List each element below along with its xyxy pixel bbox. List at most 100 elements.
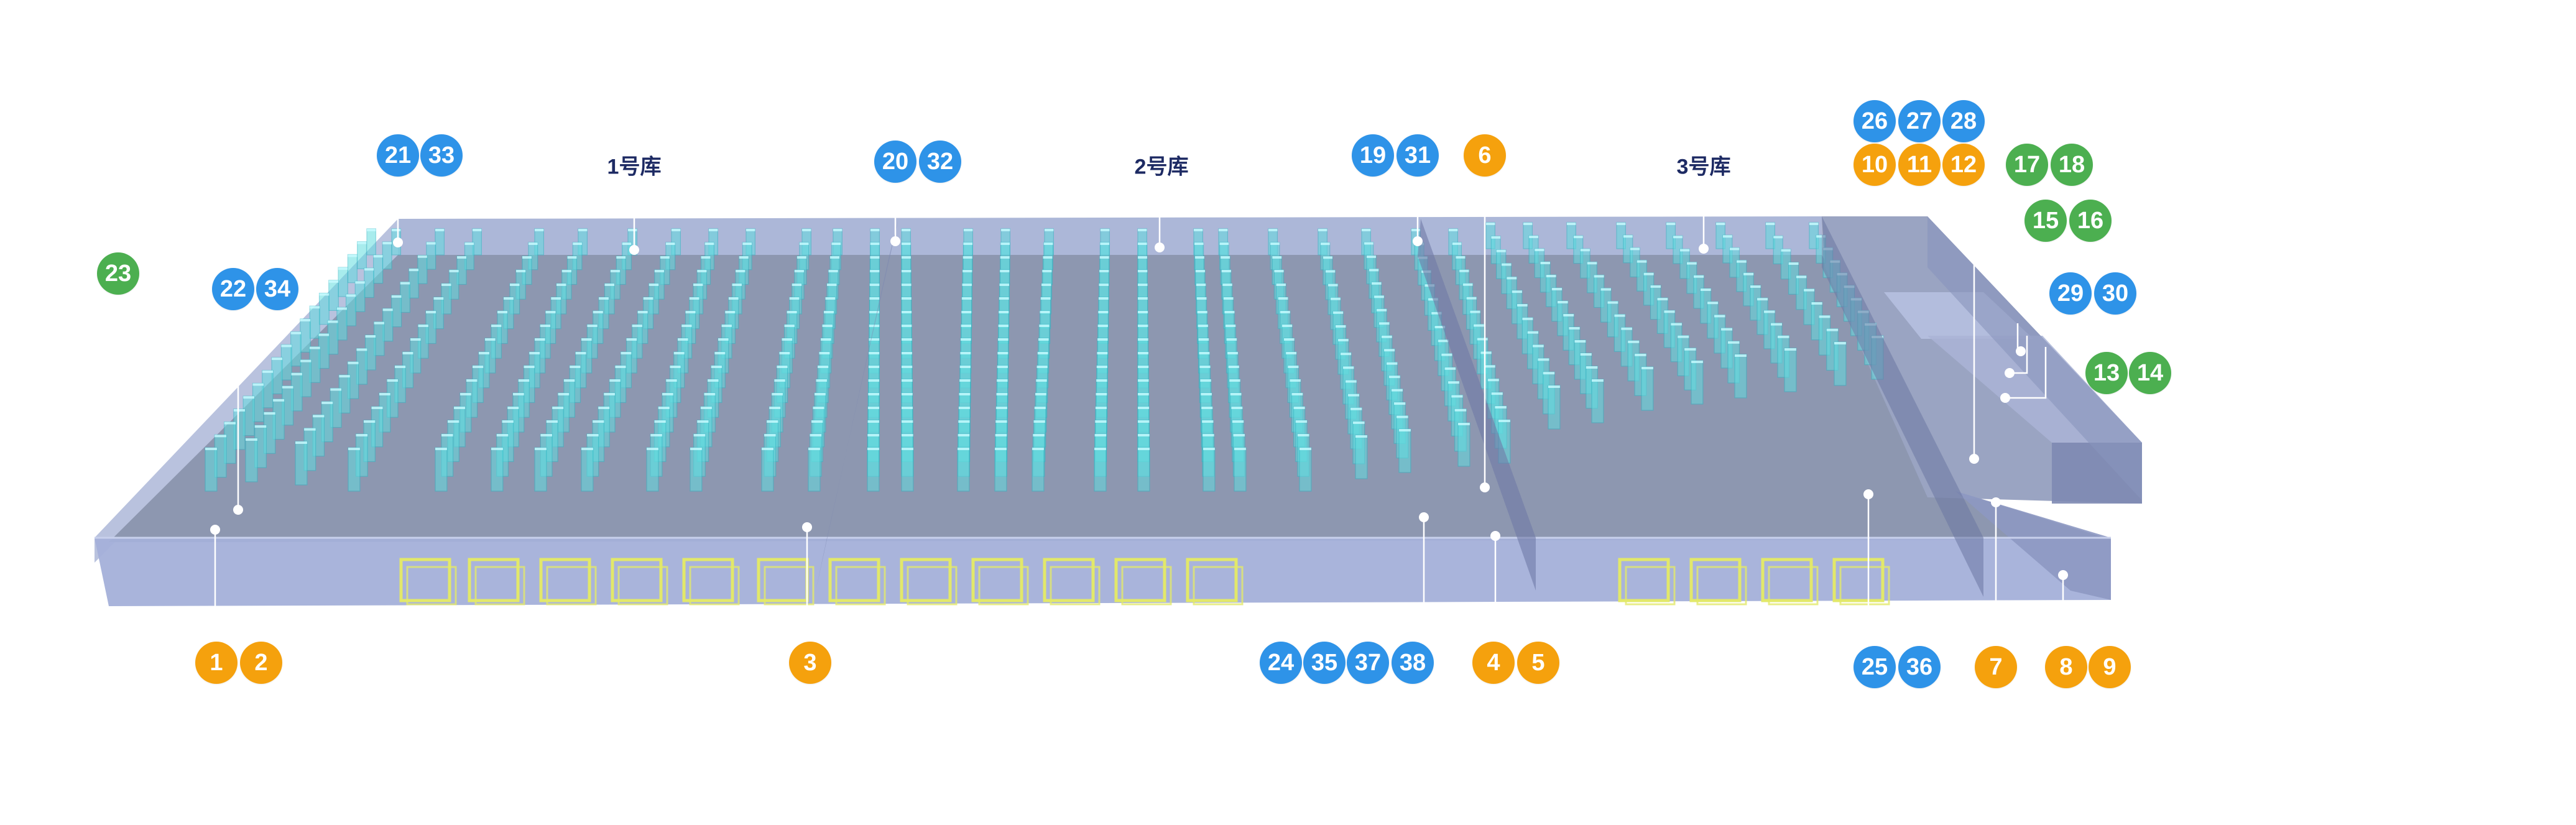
rack-cell-top bbox=[999, 311, 1009, 313]
marker-badge-16[interactable]: 16 bbox=[2069, 200, 2112, 242]
marker-badge-7[interactable]: 7 bbox=[1975, 646, 2017, 688]
rack-cell-top bbox=[313, 415, 325, 418]
rack-cell-top bbox=[1379, 322, 1390, 325]
rack-cell bbox=[994, 447, 1007, 492]
marker-badge-29[interactable]: 29 bbox=[2049, 272, 2092, 315]
rack-cell-top bbox=[995, 407, 1007, 409]
rack-cell-top bbox=[1384, 349, 1395, 352]
marker-badge-1[interactable]: 1 bbox=[195, 642, 238, 684]
rack-cell bbox=[245, 438, 258, 482]
rack-cell-top bbox=[339, 375, 350, 378]
dock-door bbox=[971, 558, 1029, 606]
rack-cell-top bbox=[1431, 311, 1442, 315]
rack-cell bbox=[646, 447, 659, 492]
rack-column bbox=[205, 228, 376, 492]
rack-cell-top bbox=[426, 242, 436, 245]
marker-badge-35[interactable]: 35 bbox=[1303, 642, 1346, 684]
marker-badge-15[interactable]: 15 bbox=[2024, 200, 2067, 242]
rack-cell bbox=[373, 254, 384, 284]
rack-cell-top bbox=[1196, 297, 1207, 300]
marker-badge-28[interactable]: 28 bbox=[1942, 100, 1985, 142]
rack-cell-top bbox=[1288, 366, 1299, 368]
marker-badge-18[interactable]: 18 bbox=[2051, 144, 2093, 186]
rack-cell-top bbox=[811, 420, 823, 423]
rack-cell-top bbox=[392, 229, 401, 231]
marker-badge-30[interactable]: 30 bbox=[2094, 272, 2136, 315]
marker-badge-32[interactable]: 32 bbox=[919, 141, 961, 183]
marker-badge-19[interactable]: 19 bbox=[1352, 134, 1394, 177]
dock-door bbox=[1186, 558, 1244, 606]
rack-cell-top bbox=[690, 448, 702, 450]
marker-badge-33[interactable]: 33 bbox=[420, 134, 463, 177]
rack-column bbox=[348, 228, 482, 492]
rack-cell-top bbox=[1200, 379, 1211, 382]
marker-badge-20[interactable]: 20 bbox=[874, 141, 916, 183]
marker-badge-17[interactable]: 17 bbox=[2006, 144, 2048, 186]
marker-badge-2[interactable]: 2 bbox=[240, 642, 282, 684]
marker-badge-10[interactable]: 10 bbox=[1854, 144, 1896, 186]
marker-badge-14[interactable]: 14 bbox=[2129, 352, 2171, 394]
dock-door bbox=[611, 558, 668, 606]
rack-cell bbox=[382, 241, 392, 270]
rack-cell-top bbox=[746, 229, 755, 231]
marker-badge-34[interactable]: 34 bbox=[256, 268, 298, 310]
marker-badge-31[interactable]: 31 bbox=[1396, 134, 1439, 177]
rack-cell-top bbox=[417, 255, 427, 258]
marker-badge-27[interactable]: 27 bbox=[1898, 100, 1941, 142]
marker-badge-8[interactable]: 8 bbox=[2045, 646, 2087, 688]
rack-cell-top bbox=[1219, 229, 1228, 231]
marker-badge-23[interactable]: 23 bbox=[97, 252, 139, 295]
rack-cell-top bbox=[1743, 272, 1754, 275]
rack-cell-top bbox=[1138, 229, 1147, 231]
marker-badge-24[interactable]: 24 bbox=[1260, 642, 1302, 684]
rack-cell-top bbox=[1228, 366, 1239, 368]
marker-badge-22[interactable]: 22 bbox=[212, 268, 254, 310]
rack-cell-top bbox=[1291, 393, 1303, 395]
rack-cell-top bbox=[1138, 270, 1148, 272]
marker-badge-25[interactable]: 25 bbox=[1854, 646, 1896, 688]
rack-cell-top bbox=[1563, 314, 1574, 316]
rack-cell-top bbox=[824, 311, 834, 313]
rack-column bbox=[534, 228, 637, 492]
marker-badge-38[interactable]: 38 bbox=[1392, 642, 1434, 684]
rack-cell-top bbox=[728, 297, 739, 300]
rack-cell-top bbox=[558, 393, 570, 395]
rack-cell-top bbox=[1201, 393, 1212, 395]
warehouse-shell bbox=[95, 216, 2142, 606]
rack-cell-top bbox=[1202, 420, 1214, 423]
marker-badge-6[interactable]: 6 bbox=[1464, 134, 1506, 177]
marker-badge-13[interactable]: 13 bbox=[2085, 352, 2128, 394]
marker-badge-26[interactable]: 26 bbox=[1854, 100, 1896, 142]
rack-column bbox=[1765, 222, 1847, 386]
marker-badge-12[interactable]: 12 bbox=[1942, 144, 1985, 186]
rack-cell-top bbox=[1331, 297, 1341, 300]
rack-cell bbox=[348, 447, 361, 492]
rack-cell-top bbox=[1040, 297, 1051, 300]
rack-cell-top bbox=[1538, 358, 1549, 361]
rack-cell-top bbox=[1037, 352, 1048, 354]
rack-cell-top bbox=[449, 270, 459, 272]
marker-badge-4[interactable]: 4 bbox=[1472, 642, 1515, 684]
marker-badge-11[interactable]: 11 bbox=[1898, 144, 1941, 186]
dock-door bbox=[1832, 558, 1890, 606]
rack-cell-top bbox=[831, 242, 841, 245]
rack-cell-top bbox=[792, 283, 802, 286]
rack-cell-top bbox=[685, 311, 696, 313]
rack-cell-top bbox=[518, 379, 530, 382]
rack-cell-top bbox=[693, 434, 706, 436]
marker-badge-21[interactable]: 21 bbox=[377, 134, 419, 177]
dock-door bbox=[1761, 558, 1819, 606]
rack-cell-top bbox=[290, 331, 302, 334]
rack-cell-top bbox=[615, 366, 626, 368]
marker-badge-37[interactable]: 37 bbox=[1347, 642, 1389, 684]
rack-cell-top bbox=[709, 229, 718, 231]
rack-cell-top bbox=[1487, 379, 1499, 382]
marker-badge-3[interactable]: 3 bbox=[789, 642, 831, 684]
rack-cell bbox=[435, 447, 448, 492]
rack-cell-top bbox=[1535, 249, 1544, 251]
marker-badge-5[interactable]: 5 bbox=[1517, 642, 1559, 684]
rack-cell-top bbox=[997, 379, 1008, 382]
marker-badge-36[interactable]: 36 bbox=[1898, 646, 1941, 688]
rack-cell-top bbox=[1274, 270, 1284, 272]
marker-badge-9[interactable]: 9 bbox=[2089, 646, 2131, 688]
